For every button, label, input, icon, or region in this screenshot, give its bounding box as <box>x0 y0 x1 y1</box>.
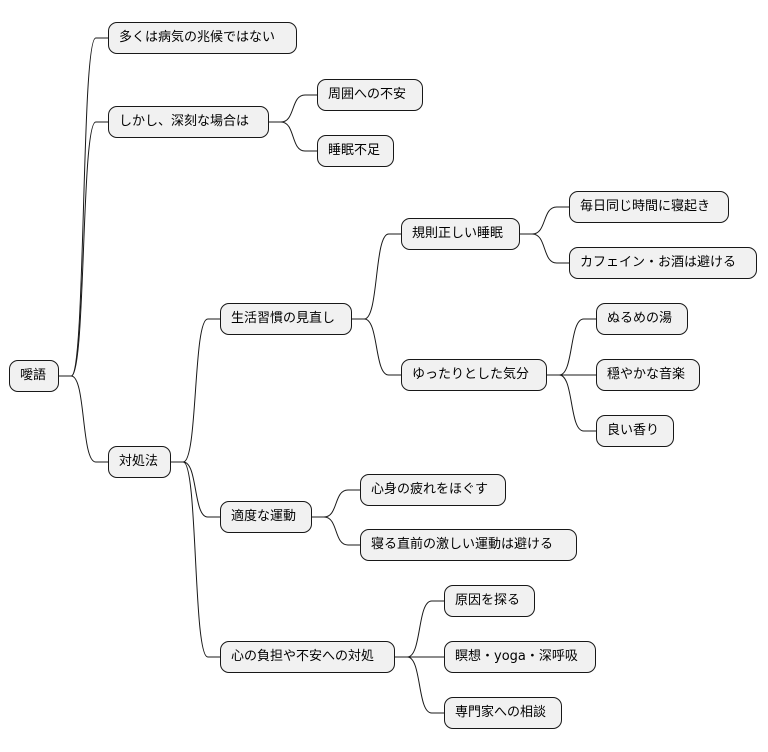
node-meditation-yoga-breathing: 瞑想・yoga・深呼吸 <box>444 641 596 673</box>
node-avoid-exercise-before-bed: 寝る直前の激しい運動は避ける <box>360 529 577 561</box>
edge-n3a1-n3a1a <box>520 206 569 235</box>
edge-n3a-n3a2 <box>352 318 401 376</box>
edge-root-n2 <box>59 121 108 377</box>
node-consult-expert: 専門家への相談 <box>444 697 562 729</box>
edge-root-n3 <box>59 375 108 463</box>
node-anxiety-surroundings: 周囲への不安 <box>317 79 423 111</box>
node-not-illness-sign: 多くは病気の兆候ではない <box>108 22 297 54</box>
node-lifestyle-review: 生活習慣の見直し <box>220 303 352 335</box>
edge-n3-n3b <box>171 461 220 518</box>
node-sleep-deprivation: 睡眠不足 <box>317 135 394 167</box>
edge-n3a-n3a1 <box>352 233 401 320</box>
node-relieve-fatigue: 心身の疲れをほぐす <box>360 474 506 506</box>
node-root: 噯語 <box>9 360 59 392</box>
node-regular-sleep: 規則正しい睡眠 <box>401 218 520 250</box>
edge-n3-n3a <box>171 318 220 463</box>
node-good-scent: 良い香り <box>596 415 674 447</box>
node-lukewarm-bath: ぬるめの湯 <box>596 303 688 335</box>
node-relaxed-mood: ゆったりとした気分 <box>401 359 547 391</box>
edge-n2-n2b <box>269 121 317 152</box>
node-calm-music: 穏やかな音楽 <box>596 359 700 391</box>
edge-n3-n3c <box>171 461 220 658</box>
node-avoid-caffeine-alcohol: カフェイン・お酒は避ける <box>569 247 757 279</box>
edge-n3a1-n3a1b <box>520 233 569 264</box>
edge-n2-n2a <box>269 94 317 123</box>
node-however-serious: しかし、深刻な場合は <box>108 106 269 138</box>
edge-n3a2-n3a2a <box>547 318 596 376</box>
node-moderate-exercise: 適度な運動 <box>220 501 312 533</box>
edge-n3a2-n3a2c <box>547 374 596 432</box>
node-find-cause: 原因を探る <box>444 585 535 617</box>
edge-n3c-n3c1 <box>395 600 444 658</box>
edge-n3b-n3b1 <box>312 489 360 518</box>
node-coping-mental-burden: 心の負担や不安への対処 <box>220 641 395 673</box>
edge-n3c-n3c3 <box>395 656 444 714</box>
edge-n3b-n3b2 <box>312 516 360 546</box>
edge-root-n1 <box>59 37 108 377</box>
node-countermeasures: 対処法 <box>108 446 171 478</box>
node-same-time-wake: 毎日同じ時間に寝起き <box>569 191 729 223</box>
